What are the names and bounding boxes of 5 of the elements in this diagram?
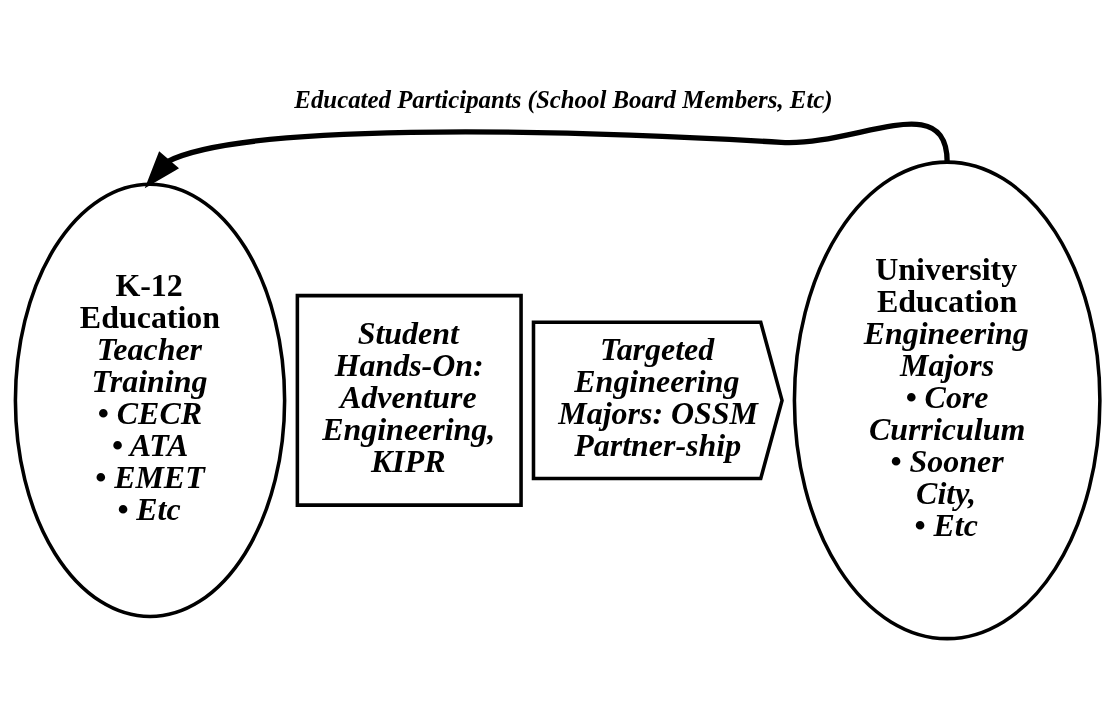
node-ellipse: University Education Engineering Majors • Core Curriculum • Sooner City, • Etc [792, 159, 1102, 640]
node-ellipse: K-12 Education Teacher Training • CECR • ATA • EMET • Etc [13, 181, 287, 618]
arrow [144, 121, 950, 188]
diagram-title: Educated Participants (School Board Members, Etc) [294, 85, 833, 113]
node-box: Student Hands-On: Adventure Engineering, KIPR [295, 293, 523, 507]
